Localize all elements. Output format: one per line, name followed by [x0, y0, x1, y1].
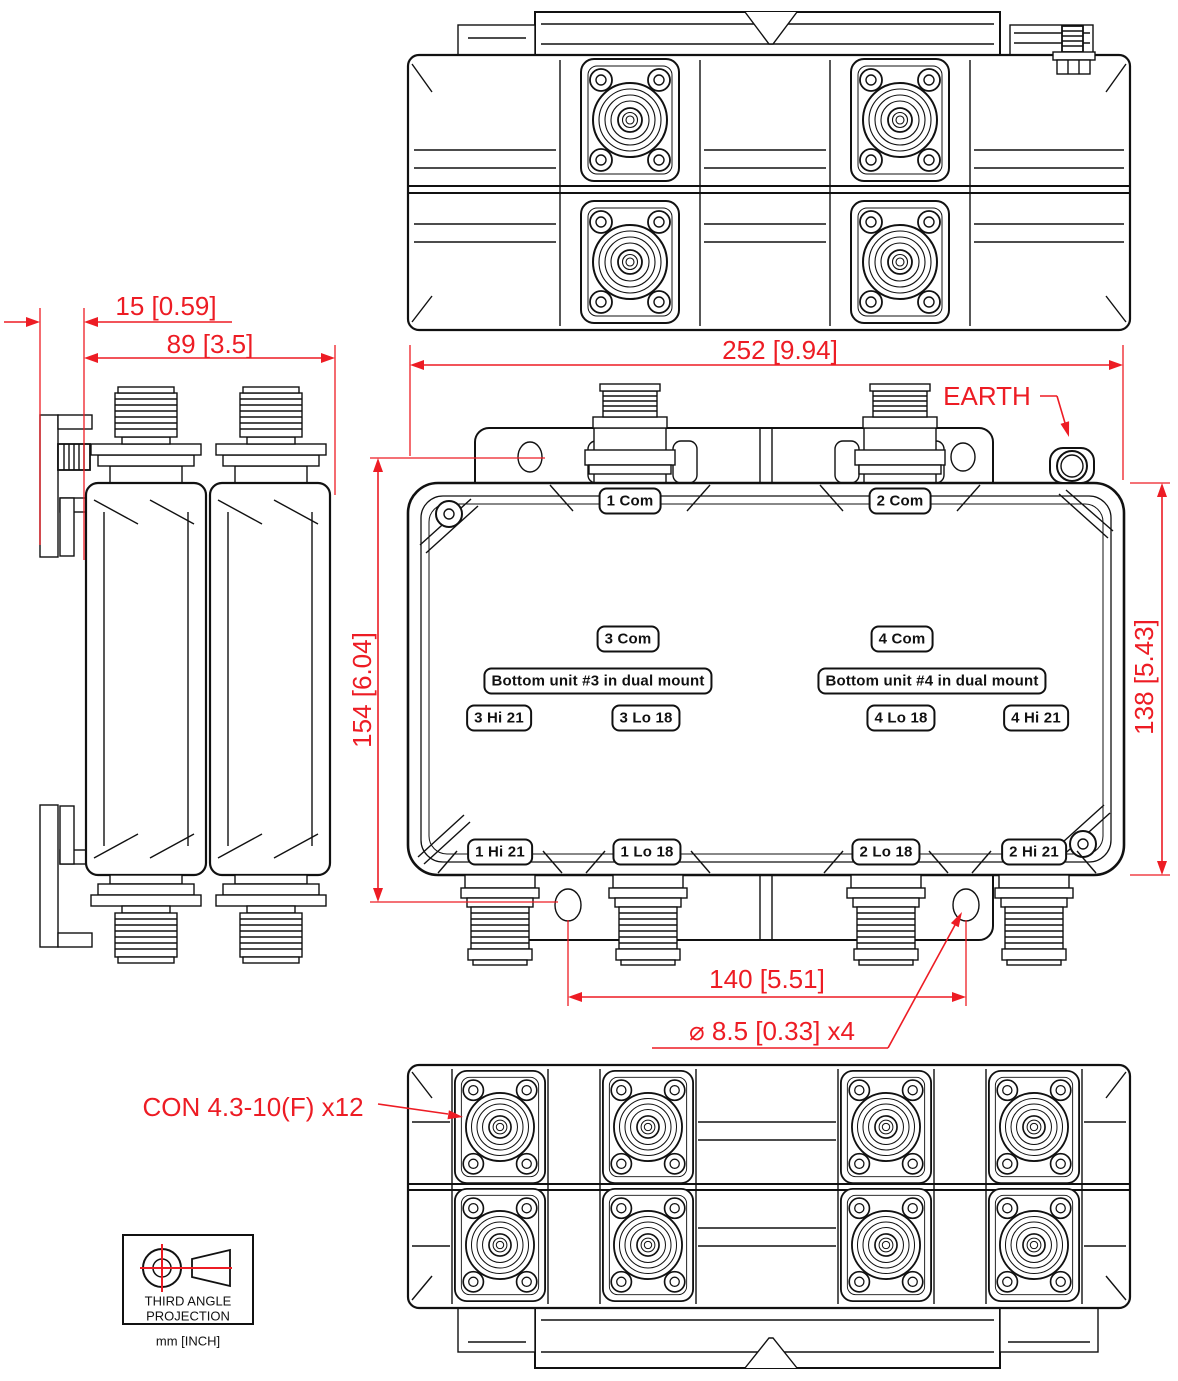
port-label-4-lo-18: 4 Lo 18	[866, 704, 936, 732]
dim-overall-width: 252 [9.94]	[722, 335, 838, 365]
side-view-drawing	[39, 386, 332, 964]
ground-stud-top-view	[1052, 25, 1096, 75]
projection-text-line1: THIRD ANGLE	[144, 1293, 232, 1309]
port-label-4-hi-21: 4 Hi 21	[1003, 704, 1069, 732]
port-label-4-com: 4 Com	[870, 625, 934, 653]
dim-mount-height: 154 [6.04]	[347, 632, 377, 748]
bottom-view-drawing	[406, 1063, 1132, 1369]
units-note: mm [INCH]	[155, 1333, 221, 1349]
port-label-1-hi-21: 1 Hi 21	[467, 838, 533, 866]
mounting-bracket-bottom	[39, 804, 93, 948]
earth-lug	[1049, 447, 1095, 484]
port-label-1-com: 1 Com	[598, 487, 662, 515]
callout-earth: EARTH	[943, 381, 1031, 411]
front-view-drawing	[406, 383, 1126, 966]
top-view-drawing	[406, 11, 1132, 332]
port-label-3-com: 3 Com	[596, 625, 660, 653]
port-label-2-lo-18: 2 Lo 18	[851, 838, 921, 866]
corner-screw-top-left	[419, 498, 479, 554]
projection-text-line2: PROJECTION	[146, 1308, 230, 1324]
port-label-2-hi-21: 2 Hi 21	[1001, 838, 1067, 866]
port-label-2-com: 2 Com	[868, 487, 932, 515]
note-bottom-unit-3: Bottom unit #3 in dual mount	[483, 667, 713, 695]
dim-bracket-offset: 15 [0.59]	[115, 291, 217, 321]
mount-hole-right	[952, 888, 980, 922]
dim-hole-spacing: 140 [5.51]	[709, 964, 825, 994]
callout-connector-type: CON 4.3-10(F) x12	[142, 1092, 364, 1122]
projection-symbol	[122, 1234, 254, 1325]
port-label-1-lo-18: 1 Lo 18	[612, 838, 682, 866]
dim-mount-hole-diameter: ⌀ 8.5 [0.33] x4	[689, 1016, 855, 1046]
mounting-bracket-top	[39, 414, 93, 558]
note-bottom-unit-4: Bottom unit #4 in dual mount	[817, 667, 1047, 695]
dim-side-width: 89 [3.5]	[166, 329, 254, 359]
port-label-3-lo-18: 3 Lo 18	[611, 704, 681, 732]
port-label-3-hi-21: 3 Hi 21	[466, 704, 532, 732]
dim-body-height: 138 [5.43]	[1129, 619, 1159, 735]
dimension-graphics	[4, 308, 1170, 1120]
front-body	[406, 481, 1126, 877]
mount-hole-left	[554, 888, 582, 922]
